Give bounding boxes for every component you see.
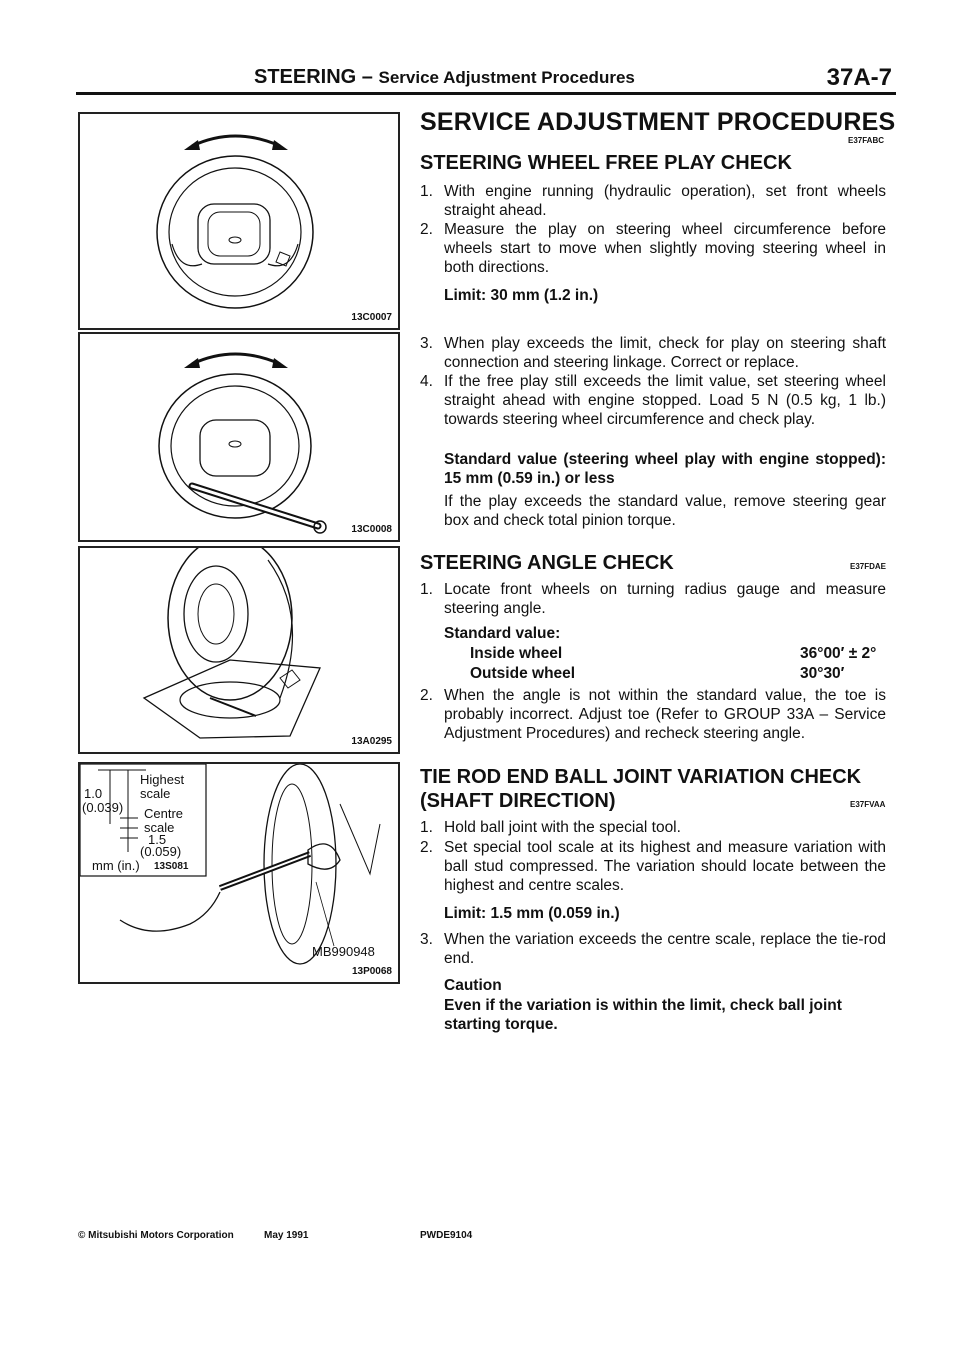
inset-code: 13S081: [154, 861, 189, 872]
item-number: 4.: [420, 373, 433, 390]
figure-code: 13A0295: [351, 736, 392, 747]
outside-wheel-label: Outside wheel: [470, 665, 576, 682]
label-value-1: 1.0: [84, 786, 103, 801]
standard-value-free-play: Standard value (steering wheel play with…: [444, 451, 886, 487]
section-subtitle-tie-rod: (SHAFT DIRECTION): [420, 790, 616, 812]
label-unit: mm (in.): [92, 858, 140, 873]
main-title: SERVICE ADJUSTMENT PROCEDURES: [420, 108, 896, 136]
free-play-note: If the play exceeds the standard value, …: [444, 493, 886, 529]
item-text: When the variation exceeds the centre sc…: [444, 931, 886, 967]
turning-gauge-illustration: [142, 548, 321, 739]
figure-steering-wheel-gauge: 13C0008: [78, 332, 400, 542]
label-scale-2: scale: [144, 820, 175, 835]
item-text: Measure the play on steering wheel circu…: [444, 221, 886, 276]
label-scale-1: scale: [140, 786, 171, 801]
inside-wheel-label: Inside wheel: [470, 645, 563, 662]
inside-wheel-value: 36°00′ ± 2°: [800, 645, 877, 662]
standard-value-label: Standard value:: [444, 625, 561, 642]
limit-free-play: Limit: 30 mm (1.2 in.): [444, 287, 599, 304]
figure-ball-joint-tool: Highest scale 1.0 (0.039) Centre scale 1…: [78, 762, 400, 984]
section-title-free-play: STEERING WHEEL FREE PLAY CHECK: [420, 152, 792, 174]
figure-turning-radius-gauge: 13A0295: [78, 546, 400, 754]
header-dash: –: [356, 66, 379, 88]
section-code: E37FVAA: [850, 800, 886, 809]
figure-code: 13P0068: [351, 966, 392, 977]
label-centre: Centre: [144, 806, 184, 821]
figure-code: 13C0008: [351, 524, 392, 535]
page-number: 37A-7: [826, 64, 892, 91]
caution-text: Even if the variation is within the limi…: [444, 997, 842, 1033]
page-header: STEERING – Service Adjustment Procedures…: [78, 64, 896, 91]
footer-date: May 1991: [264, 1230, 309, 1241]
item-number: 1.: [420, 581, 433, 598]
figure-code: 13C0007: [351, 312, 392, 323]
label-value-1-in: (0.039): [82, 800, 124, 815]
header-subtitle: Service Adjustment Procedures: [378, 68, 635, 87]
item-text: Hold ball joint with the special tool.: [444, 819, 681, 836]
header-rule: [76, 92, 896, 95]
item-number: 2.: [420, 839, 433, 856]
footer-doc: PWDE9104: [420, 1230, 473, 1241]
item-number: 3.: [420, 931, 433, 948]
section-title-tie-rod: TIE ROD END BALL JOINT VARIATION CHECK: [420, 766, 862, 788]
item-number: 2.: [420, 221, 433, 238]
item-text: If the free play still exceeds the limit…: [444, 373, 886, 428]
label-tool: MB990948: [312, 944, 375, 959]
ball-joint-tool-illustration: [80, 764, 381, 965]
figure-steering-wheel: 13C0007: [78, 112, 400, 330]
item-number: 2.: [420, 687, 433, 704]
item-number: 1.: [420, 819, 433, 836]
footer-copyright: © Mitsubishi Motors Corporation: [78, 1230, 234, 1241]
label-value-2: 1.5: [148, 832, 167, 847]
item-number: 1.: [420, 183, 433, 200]
section-code: E37FDAE: [850, 562, 887, 571]
caution-label: Caution: [444, 977, 502, 994]
item-text: When play exceeds the limit, check for p…: [444, 335, 886, 371]
label-highest: Highest: [140, 772, 185, 787]
item-text: With engine running (hydraulic operation…: [444, 183, 886, 219]
item-number: 3.: [420, 335, 433, 352]
item-text: Locate front wheels on turning radius ga…: [444, 581, 886, 617]
limit-tie-rod: Limit: 1.5 mm (0.059 in.): [444, 905, 620, 922]
main-title-code: E37FABC: [848, 136, 885, 145]
header-title: STEERING – Service Adjustment Procedures: [254, 66, 635, 89]
steering-wheel-illustration: [156, 134, 314, 309]
label-value-2-in: (0.059): [140, 844, 182, 859]
steering-wheel-gauge-illustration: [158, 352, 327, 534]
section-title-steering-angle: STEERING ANGLE CHECK: [420, 552, 674, 574]
item-text: When the angle is not within the standar…: [444, 687, 886, 742]
header-section: STEERING: [254, 66, 357, 88]
item-text: Set special tool scale at its highest an…: [444, 839, 886, 894]
outside-wheel-value: 30°30′: [800, 665, 845, 682]
